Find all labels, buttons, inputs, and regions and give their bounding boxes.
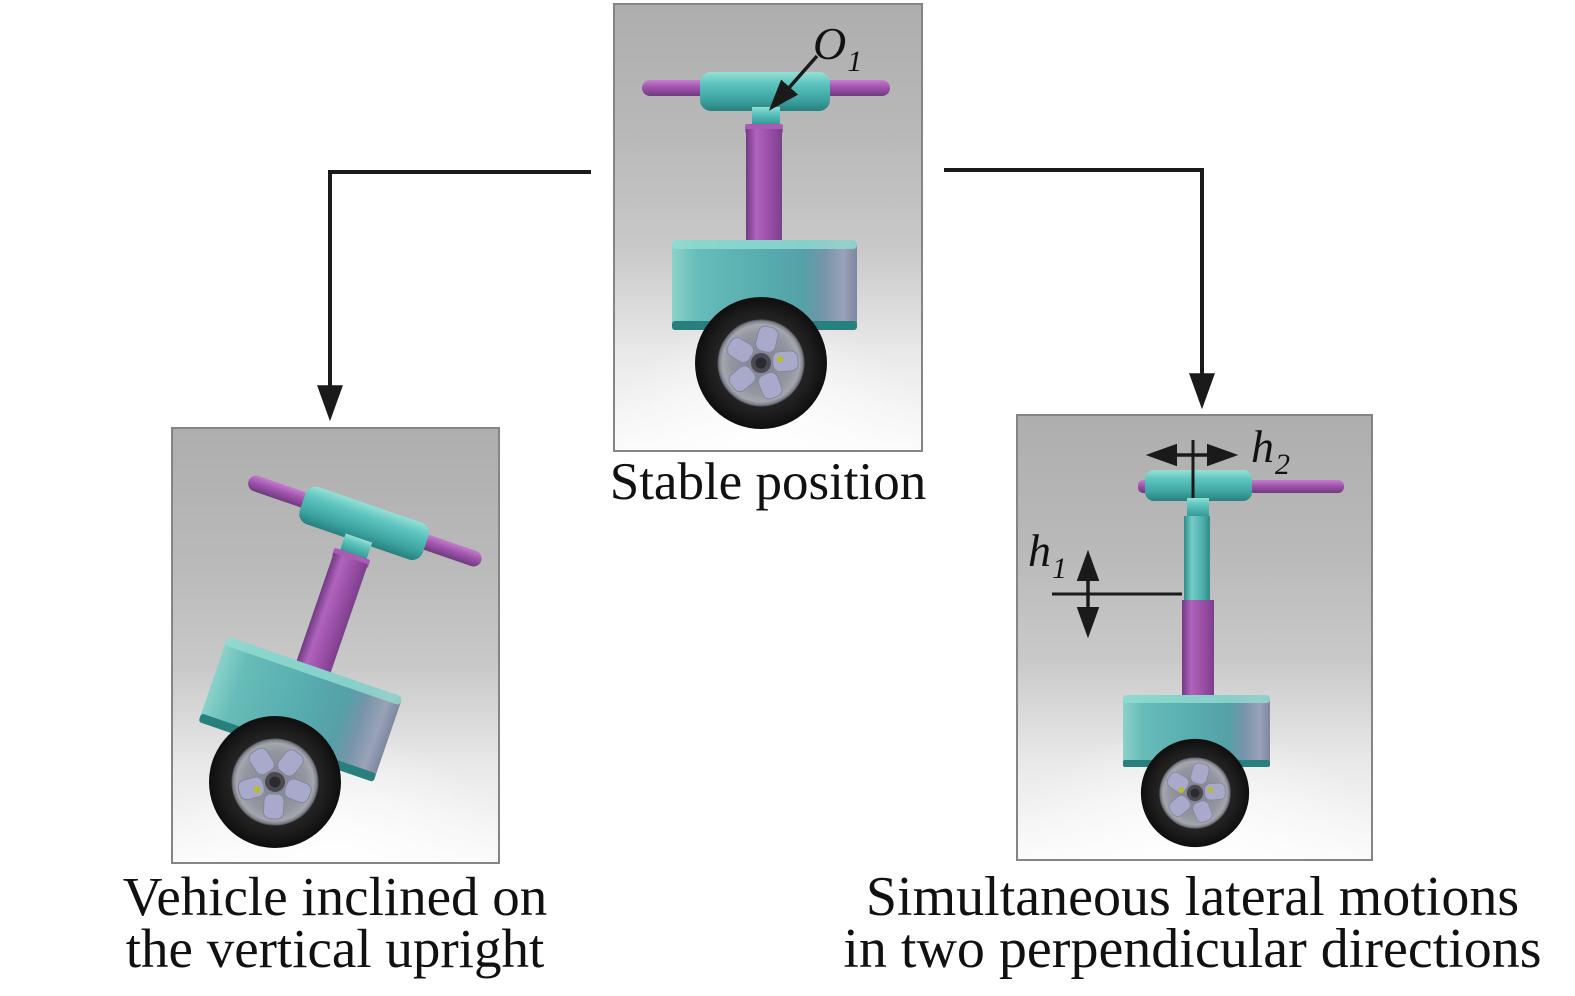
outer-column (1182, 600, 1214, 700)
wheel (1140, 738, 1250, 848)
steering-column (746, 129, 782, 245)
panel-inclined-vehicle (171, 427, 500, 864)
arrow-to-lateral (944, 168, 1215, 410)
h2-label: h2 (1251, 424, 1290, 480)
handlebar (1138, 470, 1344, 501)
pivot-label-base: O (813, 18, 847, 69)
h2-label-base: h (1251, 421, 1274, 472)
pivot-point-label: O1 (813, 21, 862, 77)
steering-column (295, 552, 368, 676)
h1-label-base: h (1028, 525, 1051, 576)
caption-lateral-motions: Simultaneous lateral motions in two perp… (820, 866, 1565, 980)
handlebar-grip (1145, 470, 1252, 501)
inclined-vehicle-group (197, 475, 482, 860)
handlebar (248, 475, 482, 567)
h2-label-subscript: 2 (1275, 448, 1290, 481)
h1-label: h1 (1028, 528, 1067, 584)
h1-annotation (1052, 549, 1182, 639)
caption-inclined-vehicle: Vehicle inclined on the vertical upright (80, 866, 590, 979)
handlebar-rod (1248, 480, 1344, 493)
steering-neck (752, 107, 780, 128)
pivot-arrow (768, 54, 819, 111)
panel-lateral-motions: h1 h2 (1016, 414, 1373, 861)
caption-stable-position: Stable position (609, 453, 927, 511)
vehicle-illustration-stable (642, 54, 890, 430)
caption-line: the vertical upright (125, 918, 545, 979)
inner-column-extended (1184, 516, 1210, 602)
arrow-to-inclined (317, 170, 591, 422)
vehicle-illustration-inclined (197, 475, 482, 860)
steering-neck (1187, 498, 1209, 520)
caption-line: Vehicle inclined on (122, 866, 548, 927)
h2-annotation (1145, 440, 1239, 498)
caption-line: Simultaneous lateral motions (865, 866, 1520, 928)
pivot-label-subscript: 1 (847, 45, 863, 78)
panel-stable-position: O1 (613, 3, 923, 452)
vehicle-illustration-lateral (1052, 440, 1344, 848)
handlebar-grip (700, 72, 830, 111)
caption-line: in two perpendicular directions (843, 918, 1542, 980)
hub-dot (1178, 787, 1184, 793)
handlebar-grip (299, 486, 429, 561)
wheel (694, 296, 828, 430)
h1-label-subscript: 1 (1052, 552, 1067, 585)
